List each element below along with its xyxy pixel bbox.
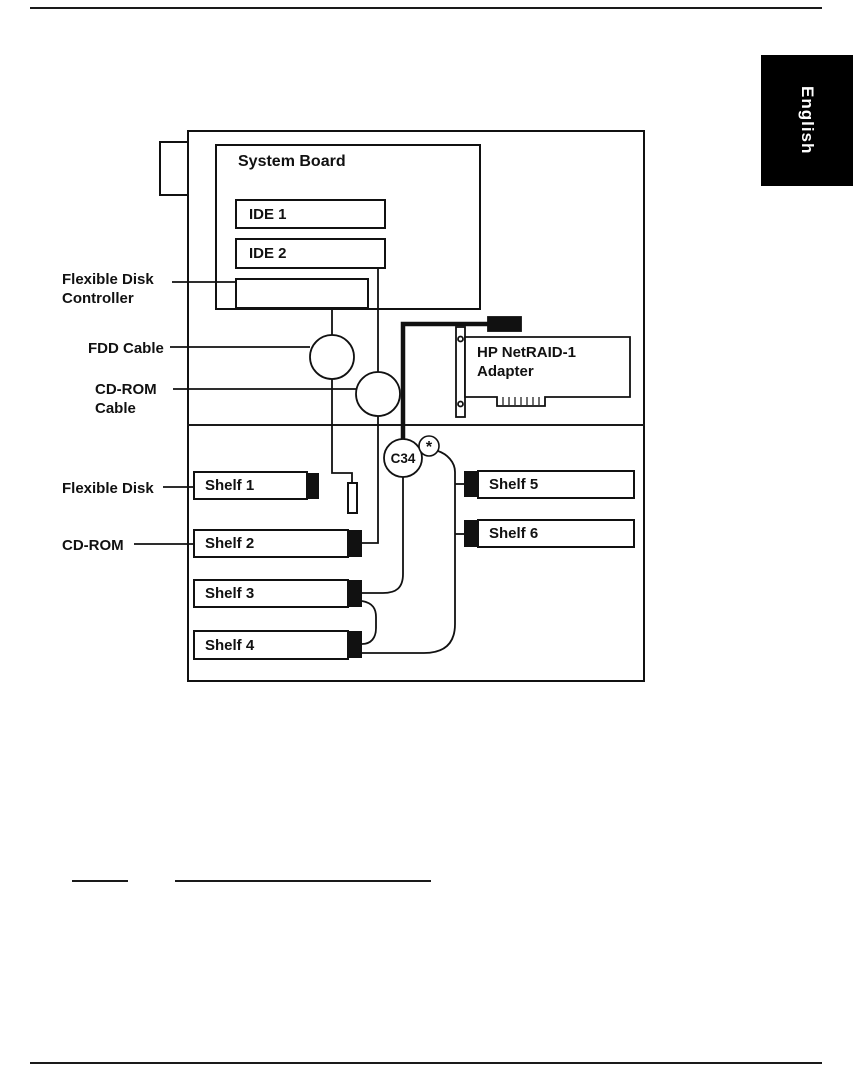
fdd-cable-loop-icon	[309, 334, 355, 380]
ide2-label: IDE 2	[249, 245, 287, 262]
scsi-cable-shelf4-to-right	[362, 450, 456, 654]
asterisk-marker-circle	[418, 435, 440, 457]
flexible-disk-controller-box	[235, 278, 369, 309]
fdd-cable-callout: FDD Cable	[88, 340, 164, 357]
c34-connector-circle	[383, 438, 423, 478]
cdrom-cable-callout: CD-ROM Cable	[95, 381, 157, 417]
adapter-top-connector	[487, 316, 522, 332]
shelf-3-box: Shelf 3	[193, 579, 349, 608]
shelf-2-label: Shelf 2	[205, 535, 255, 552]
flexible-disk-controller-callout: Flexible Disk Controller	[62, 271, 154, 307]
netraid-adapter-drawing	[455, 316, 631, 418]
adapter-edge-fingers	[502, 397, 540, 405]
chassis-outline-box	[187, 130, 645, 682]
shelf-5-connector	[464, 471, 477, 497]
shelf-5-label: Shelf 5	[489, 476, 539, 493]
footnote-underline-2	[175, 880, 431, 882]
ide1-box: IDE 1	[235, 199, 386, 229]
ide2-box: IDE 2	[235, 238, 386, 269]
footnote-underline-1	[72, 880, 128, 882]
system-board-title: System Board	[238, 153, 346, 170]
language-tab: English	[761, 55, 853, 186]
bottom-page-rule	[30, 1062, 822, 1064]
scsi-cable-shelf3-to-shelf4	[361, 600, 377, 645]
shelf-5-box: Shelf 5	[477, 470, 635, 499]
system-board-box	[215, 144, 481, 310]
chassis-divider-line	[187, 424, 645, 426]
shelf-6-box: Shelf 6	[477, 519, 635, 548]
cdrom-callout: CD-ROM	[62, 537, 124, 554]
adapter-bracket-hole-top	[457, 335, 464, 343]
shelf-1-label: Shelf 1	[205, 477, 255, 494]
shelf-1-connector	[307, 473, 319, 499]
top-page-rule	[30, 7, 822, 9]
scsi-cable-c34-to-shelf3	[362, 477, 404, 594]
shelf-2-connector	[349, 530, 362, 557]
chassis-notch	[159, 141, 189, 196]
shelf-4-label: Shelf 4	[205, 636, 255, 654]
ide1-label: IDE 1	[249, 205, 287, 223]
shelf-6-connector	[464, 520, 477, 547]
c34-connector-label: C34	[390, 451, 416, 466]
cdrom-cable-line	[361, 269, 379, 544]
asterisk-marker-label: *	[425, 439, 433, 456]
fdd-cable-line	[331, 309, 353, 483]
netraid-adapter-label: HP NetRAID-1 Adapter	[477, 344, 576, 380]
adapter-card-body	[464, 336, 631, 407]
language-tab-label: English	[798, 86, 817, 155]
netraid-thick-cable	[400, 321, 505, 441]
shelf-3-label: Shelf 3	[205, 585, 255, 602]
shelf-6-label: Shelf 6	[489, 525, 539, 542]
shelf-1-box: Shelf 1	[193, 471, 308, 500]
adapter-bracket-hole-bottom	[457, 400, 464, 408]
fdd-cable-end-connector	[347, 482, 358, 514]
cdrom-cable-loop-icon	[355, 371, 401, 417]
shelf-4-connector	[349, 631, 362, 658]
shelf-2-box: Shelf 2	[193, 529, 349, 558]
shelf-4-box: Shelf 4	[193, 630, 349, 660]
shelf-3-connector	[349, 580, 362, 607]
flexible-disk-callout: Flexible Disk	[62, 480, 154, 497]
